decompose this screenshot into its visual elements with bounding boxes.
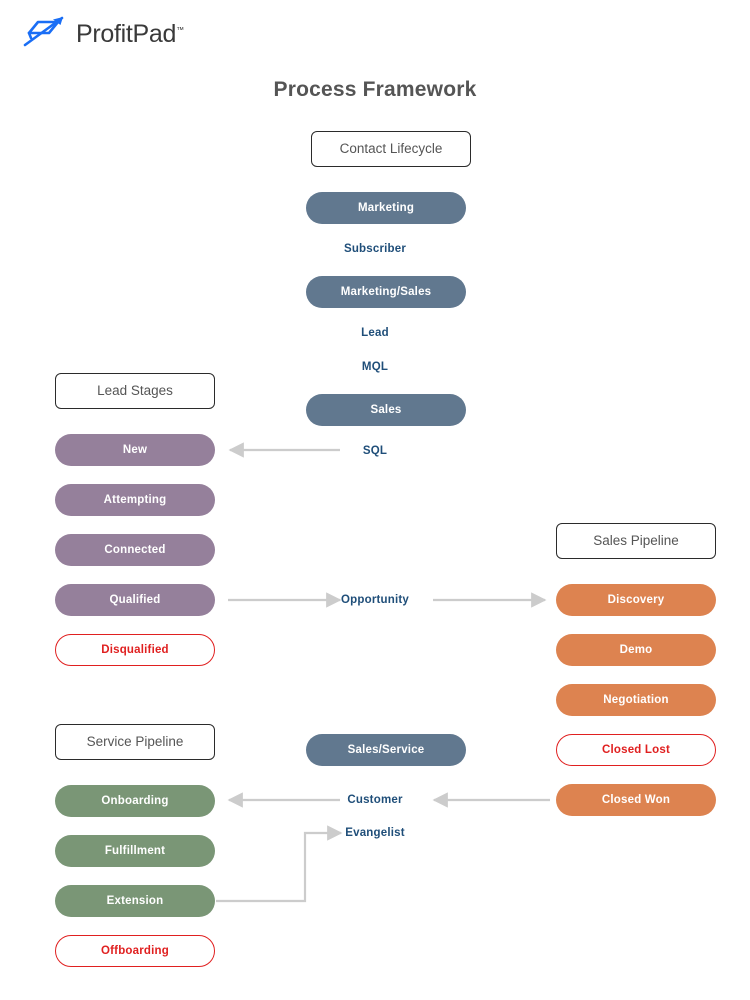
pill-offboarding[interactable]: Offboarding	[55, 935, 215, 967]
pill-fulfillment[interactable]: Fulfillment	[55, 835, 215, 867]
profitpad-parallelogram-arrow-logo-icon	[22, 14, 68, 55]
connector-extension-to-evangelist	[216, 825, 343, 903]
card-service-pipeline[interactable]: Service Pipeline	[55, 724, 215, 760]
pill-discovery[interactable]: Discovery	[556, 584, 716, 616]
stage-label-evangelist: Evangelist	[345, 827, 405, 839]
pill-closed-lost[interactable]: Closed Lost	[556, 734, 716, 766]
stage-label-sql: SQL	[362, 445, 388, 457]
stage-label-subscriber: Subscriber	[343, 243, 407, 255]
card-contact-lifecycle[interactable]: Contact Lifecycle	[311, 131, 471, 167]
pill-extension[interactable]: Extension	[55, 885, 215, 917]
stage-label-mql: MQL	[361, 361, 389, 373]
trademark-symbol: ™	[176, 25, 184, 35]
pill-attempting[interactable]: Attempting	[55, 484, 215, 516]
pill-connected[interactable]: Connected	[55, 534, 215, 566]
card-lead-stages[interactable]: Lead Stages	[55, 373, 215, 409]
pill-closed-won[interactable]: Closed Won	[556, 784, 716, 816]
profitpad-logo: ProfitPad™	[22, 14, 184, 55]
stage-label-opportunity: Opportunity	[341, 594, 409, 606]
pill-marketing-sales[interactable]: Marketing/Sales	[306, 276, 466, 308]
pill-marketing[interactable]: Marketing	[306, 192, 466, 224]
pill-new[interactable]: New	[55, 434, 215, 466]
pill-negotiation[interactable]: Negotiation	[556, 684, 716, 716]
pill-sales[interactable]: Sales	[306, 394, 466, 426]
pill-qualified[interactable]: Qualified	[55, 584, 215, 616]
stage-label-lead: Lead	[361, 327, 389, 339]
pill-sales-service[interactable]: Sales/Service	[306, 734, 466, 766]
brand-name: ProfitPad	[76, 20, 177, 48]
stage-label-customer: Customer	[347, 794, 403, 806]
pill-disqualified[interactable]: Disqualified	[55, 634, 215, 666]
page-title: Process Framework	[273, 78, 477, 101]
pill-demo[interactable]: Demo	[556, 634, 716, 666]
pill-onboarding[interactable]: Onboarding	[55, 785, 215, 817]
card-sales-pipeline[interactable]: Sales Pipeline	[556, 523, 716, 559]
brand-wordmark: ProfitPad™	[76, 22, 184, 47]
